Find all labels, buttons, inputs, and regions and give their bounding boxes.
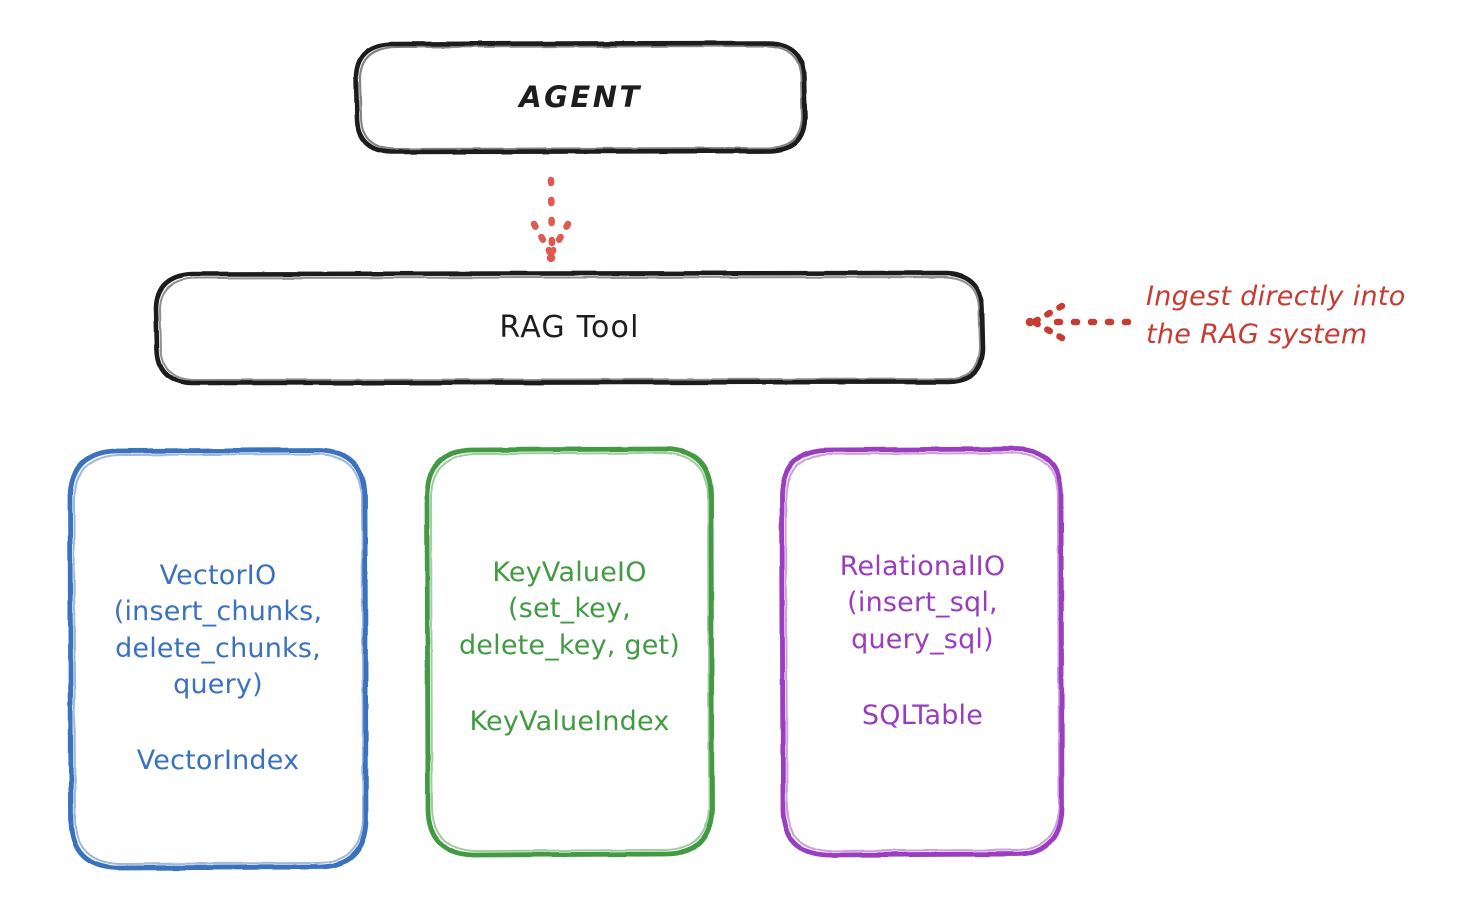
rag-tool-node[interactable]: RAG Tool xyxy=(156,272,983,384)
vector-index-label: VectorIndex xyxy=(136,745,300,777)
sql-table-label: SQLTable xyxy=(861,700,984,732)
key-value-io-box-outline xyxy=(424,446,715,858)
key-value-index-label: KeyValueIndex xyxy=(469,706,670,738)
relational-io-box-outline xyxy=(779,446,1065,858)
rag-tool-label: RAG Tool xyxy=(499,310,640,346)
relational-io-label: RelationalIO (insert_sql, query_sql) xyxy=(839,550,1006,655)
key-value-io-node[interactable]: KeyValueIO (set_key, delete_key, get) Ke… xyxy=(428,449,711,855)
agent-box-outline xyxy=(353,40,808,155)
agent-label: AGENT xyxy=(519,80,642,115)
ingest-arrow-icon xyxy=(1025,302,1132,342)
ingest-annotation-text: Ingest directly into the RAG system xyxy=(1146,281,1406,351)
agent-to-rag-connector xyxy=(530,176,572,263)
vector-io-box-outline xyxy=(67,447,369,871)
agent-node[interactable]: AGENT xyxy=(356,42,805,153)
vector-io-node[interactable]: VectorIO (insert_chunks, delete_chunks, … xyxy=(70,450,366,868)
relational-io-text-stack: RelationalIO (insert_sql, query_sql) SQL… xyxy=(840,549,1006,731)
relational-io-node[interactable]: RelationalIO (insert_sql, query_sql) SQL… xyxy=(784,449,1061,855)
key-value-io-label: KeyValueIO (set_key, delete_key, get) xyxy=(458,556,681,661)
key-value-io-text-stack: KeyValueIO (set_key, delete_key, get) Ke… xyxy=(459,555,680,737)
vector-io-text-stack: VectorIO (insert_chunks, delete_chunks, … xyxy=(114,558,322,777)
rag-tool-box-outline xyxy=(153,270,986,386)
vector-io-label: VectorIO (insert_chunks, delete_chunks, … xyxy=(113,559,323,700)
